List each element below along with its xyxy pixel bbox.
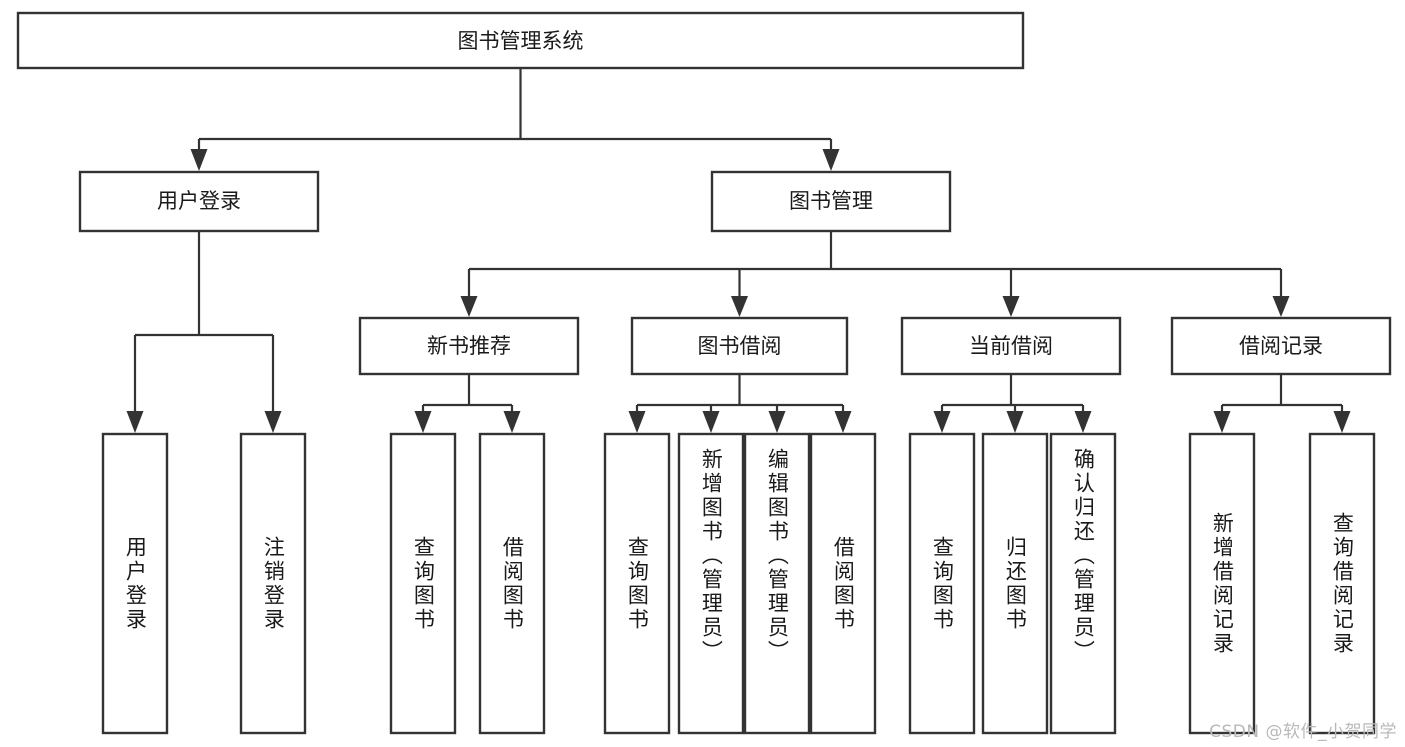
arrow-br-to-leaf-add <box>1213 411 1231 433</box>
node-leaf-user-logout-box[interactable] <box>239 432 307 735</box>
arrow-nbr-to-leaf-borrow <box>503 411 521 433</box>
node-current-borrow-box[interactable] <box>900 316 1122 376</box>
node-book-manage-label: 图书管理 <box>789 189 873 213</box>
arrow-cb-to-leaf-query <box>933 411 951 433</box>
node-borrow-record-label: 借阅记录 <box>1239 334 1323 358</box>
arrow-bm-to-new-book-rec <box>460 296 478 317</box>
node-user-login-box[interactable] <box>78 170 320 233</box>
arrow-nbr-to-leaf-query <box>414 411 432 433</box>
arrow-root-to-user-login <box>190 149 208 171</box>
arrow-cb-to-leaf-return <box>1006 411 1024 433</box>
node-root-label: 图书管理系统 <box>458 29 584 53</box>
arrow-br-to-leaf-query <box>1333 411 1351 433</box>
node-leaf-confirm-return-box[interactable] <box>1049 432 1117 735</box>
node-leaf-borrow-book-box[interactable] <box>809 432 877 735</box>
arrow-ul-to-leaf-user-login <box>126 411 144 433</box>
node-current-borrow-label: 当前借阅 <box>969 334 1053 358</box>
node-leaf-edit-book-box[interactable] <box>743 432 811 735</box>
node-leaf-query-book-current-box[interactable] <box>908 432 976 735</box>
arrow-ul-to-leaf-user-logout <box>264 411 282 433</box>
arrow-bb-to-leaf-query <box>628 411 646 433</box>
node-new-book-rec-box[interactable] <box>358 316 580 376</box>
arrow-cb-to-leaf-confirm <box>1074 411 1092 433</box>
arrow-bb-to-leaf-edit <box>768 411 786 433</box>
connector-layer <box>126 68 1351 433</box>
arrow-bb-to-leaf-borrow <box>834 411 852 433</box>
node-borrow-record-box[interactable] <box>1170 316 1392 376</box>
node-leaf-query-book-borrow-box[interactable] <box>603 432 671 735</box>
node-root-box[interactable] <box>16 11 1025 70</box>
arrow-bm-to-book-borrow <box>731 296 748 317</box>
node-leaf-add-record-box[interactable] <box>1188 432 1256 735</box>
arrow-bb-to-leaf-add <box>702 411 720 433</box>
node-leaf-query-record-box[interactable] <box>1308 432 1376 735</box>
node-leaf-borrow-book-rec-box[interactable] <box>478 432 546 735</box>
arrow-root-to-book-manage <box>822 149 840 171</box>
node-user-login-label: 用户登录 <box>157 189 241 213</box>
node-book-borrow-label: 图书借阅 <box>698 334 782 358</box>
node-leaf-return-book-box[interactable] <box>981 432 1049 735</box>
node-layer: 图书管理系统 用户登录 图书管理 新书推荐 图书借阅 当前借阅 借阅记录 <box>16 11 1392 735</box>
node-new-book-rec-label: 新书推荐 <box>427 334 511 358</box>
node-book-manage-box[interactable] <box>710 170 952 233</box>
node-leaf-add-book-box[interactable] <box>677 432 745 735</box>
node-leaf-user-login-box[interactable] <box>101 432 169 735</box>
node-book-borrow-box[interactable] <box>630 316 849 376</box>
arrow-bm-to-current-borrow <box>1002 296 1020 317</box>
node-leaf-query-book-rec-box[interactable] <box>389 432 457 735</box>
csdn-watermark: CSDN @软件_小贺同学 <box>1209 722 1397 742</box>
arrow-bm-to-borrow-record <box>1272 296 1290 317</box>
